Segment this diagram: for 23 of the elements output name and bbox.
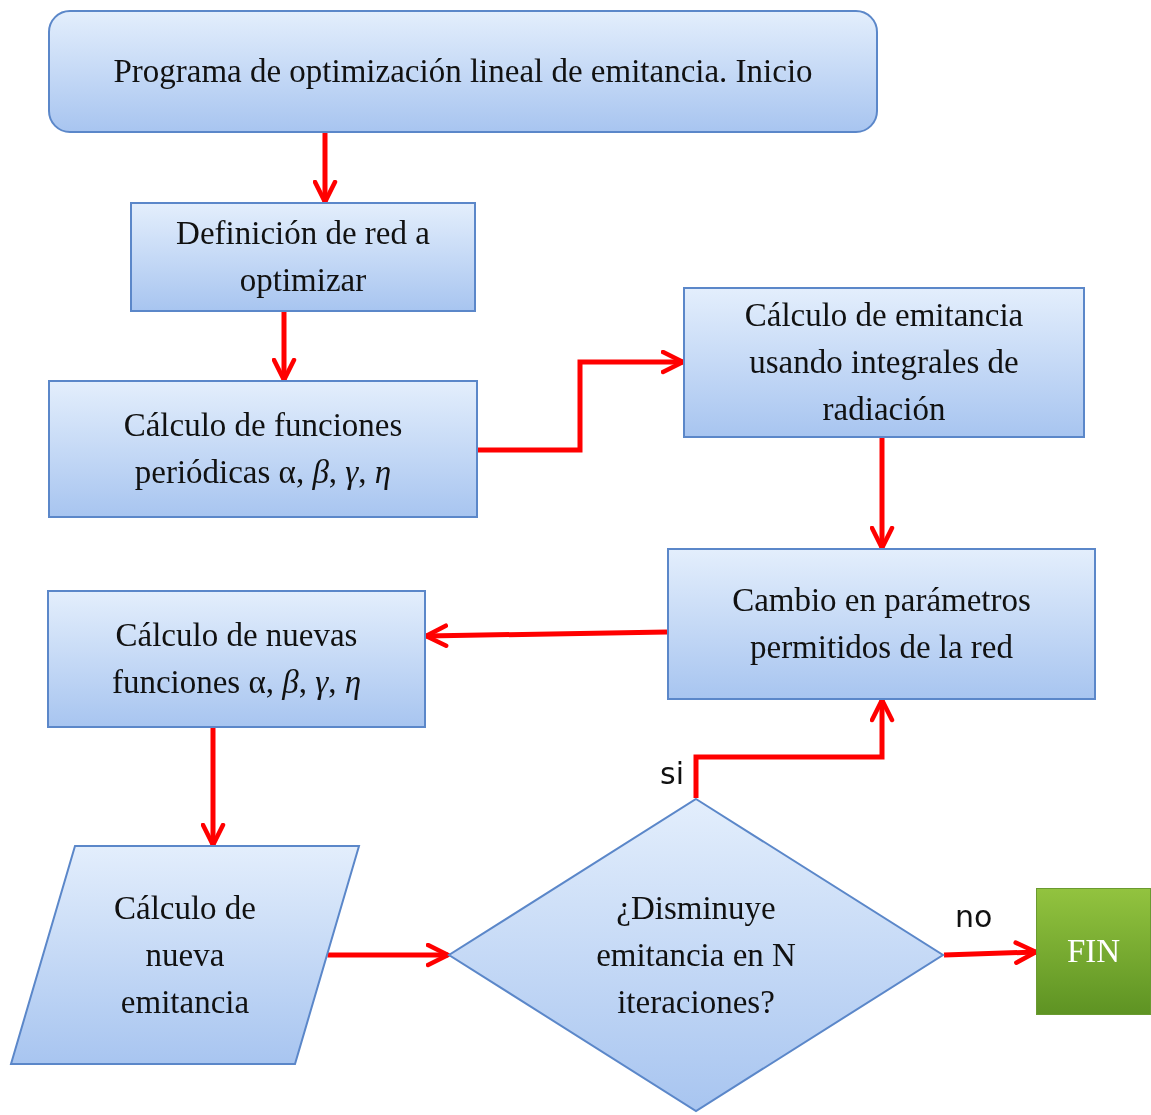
arrow xyxy=(869,438,895,551)
io-parallelogram xyxy=(10,845,360,1065)
node-text: ¿Disminuye emitancia en N iteraciones? xyxy=(595,888,797,1022)
process-box xyxy=(130,202,476,312)
node-text: Cambio en parámetros permitidos de la red xyxy=(731,581,1032,667)
arrow xyxy=(327,942,451,968)
node-text: Cálculo de nuevas funciones α, β, γ, η xyxy=(110,616,363,702)
arrow xyxy=(200,728,226,848)
end-box xyxy=(1036,888,1151,1015)
arrow xyxy=(312,133,338,205)
process-box xyxy=(48,380,478,518)
node-text: Cálculo de nueva emitancia xyxy=(112,888,257,1022)
node-text: Programa de optimización lineal de emitancia. Inicio xyxy=(113,52,813,91)
process-box xyxy=(683,287,1085,438)
process-box xyxy=(667,548,1096,700)
node-text: FIN xyxy=(1066,932,1121,971)
decision-diamond xyxy=(448,798,944,1112)
node-text: Definición de red a optimizar xyxy=(175,214,431,300)
process-box xyxy=(47,590,426,728)
start-box xyxy=(48,10,878,133)
node-text: Cálculo de emitancia usando integrales de radiación xyxy=(743,296,1025,429)
node-text: Cálculo de funciones periódicas α, β, γ, η xyxy=(122,406,404,492)
arrow xyxy=(271,312,297,383)
